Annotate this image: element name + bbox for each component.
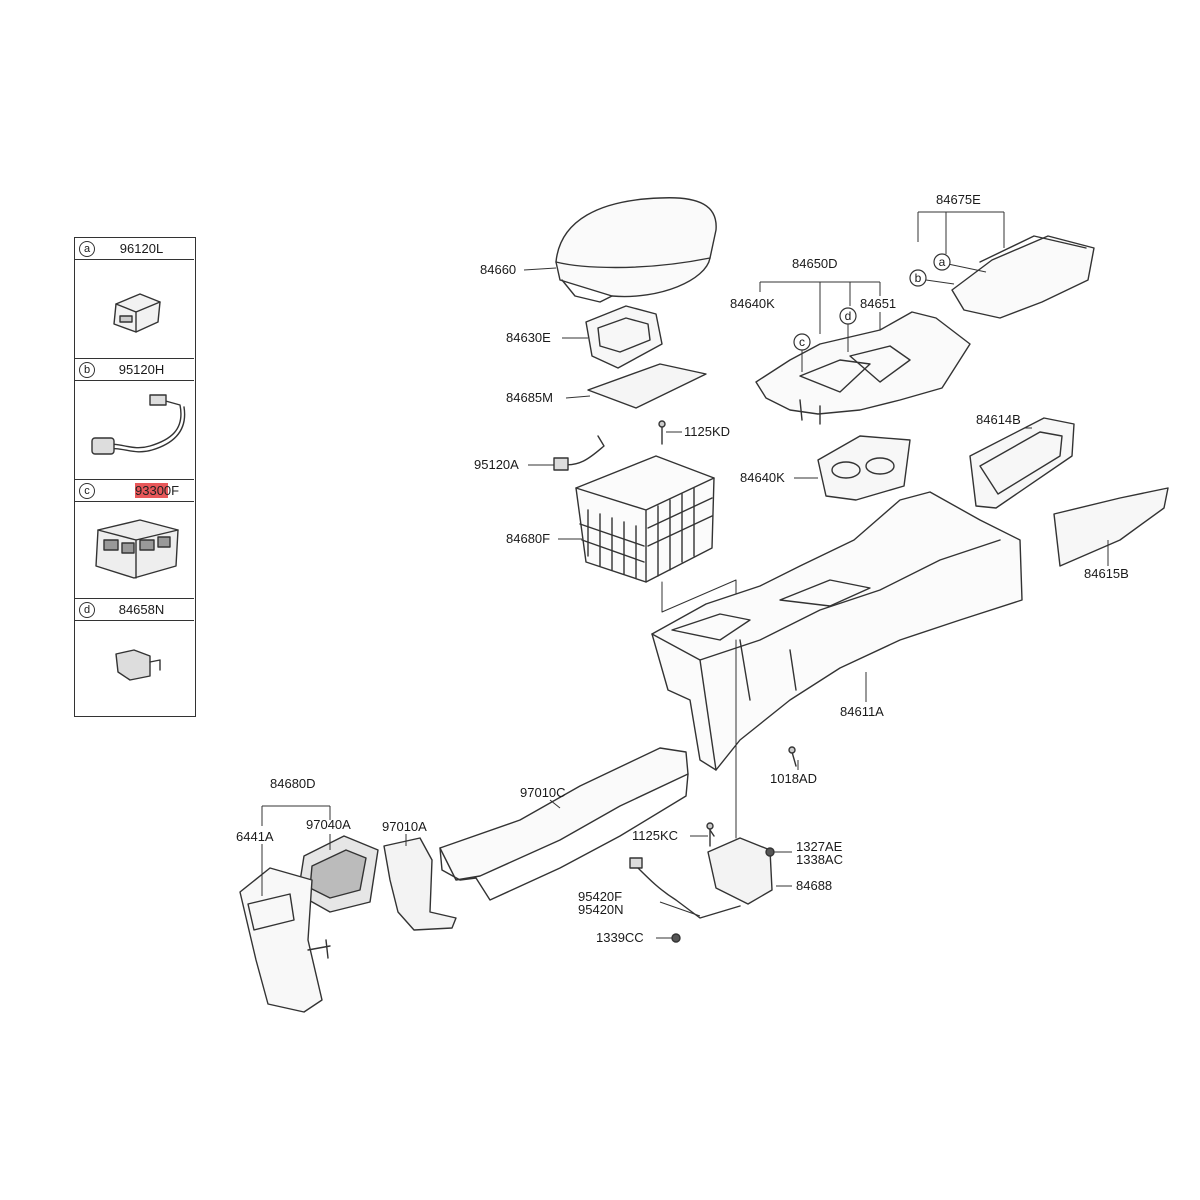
legend-header-c: c 93300F xyxy=(75,480,194,502)
legend-code-d: 84658N xyxy=(118,602,165,617)
part-label-97010a: 97010A xyxy=(382,819,427,834)
upper-console-panel xyxy=(755,311,971,425)
nut-1327ae xyxy=(765,847,775,857)
legend-letter-c: c xyxy=(79,483,95,499)
side-panel-right xyxy=(1053,487,1169,567)
legend-divider xyxy=(75,358,194,359)
side-panel-left xyxy=(969,417,1075,509)
part-label-84651: 84651 xyxy=(860,296,897,311)
legend-header-b: b 95120H xyxy=(75,359,194,381)
air-duct-main xyxy=(439,747,689,901)
usb-jack-illustration xyxy=(113,293,161,333)
legend-divider xyxy=(75,479,194,480)
part-label-84640k-lower: 84640K xyxy=(740,470,785,485)
callout-a: a xyxy=(939,255,946,269)
part-label-1338ac: 1338AC xyxy=(796,852,843,867)
storage-box xyxy=(575,455,715,583)
part-label-84614b: 84614B xyxy=(976,412,1021,427)
cup-holder xyxy=(817,435,911,501)
air-duct-rear xyxy=(383,837,457,931)
legend-header-a: a 96120L xyxy=(75,238,194,260)
legend-code-b: 95120H xyxy=(118,362,165,377)
part-label-84675e: 84675E xyxy=(936,192,981,207)
storage-tray xyxy=(585,305,663,369)
part-label-6441a: 6441A xyxy=(236,829,274,844)
cable-harness-illustration xyxy=(91,394,186,455)
part-label-84630e: 84630E xyxy=(506,330,551,345)
legend-header-d: d 84658N xyxy=(75,599,194,621)
switch-assembly-illustration xyxy=(95,519,179,579)
armrest-cover xyxy=(555,197,717,303)
part-label-84688: 84688 xyxy=(796,878,833,893)
rear-air-vent xyxy=(297,835,379,913)
screw-1339cc xyxy=(671,933,681,943)
cable-95120a xyxy=(553,435,605,471)
legend-divider xyxy=(75,598,194,599)
callout-d: d xyxy=(845,309,852,323)
part-label-95420f: 95420F xyxy=(578,889,623,904)
part-label-1125kd: 1125KD xyxy=(684,424,731,439)
part-label-84615b: 84615B xyxy=(1084,566,1129,581)
legend-box: a 96120L b 95120H c 93300F d 84658N xyxy=(74,237,196,717)
part-label-84680d: 84680D xyxy=(270,776,316,791)
main-console-body xyxy=(651,491,1023,771)
part-label-84650d: 84650D xyxy=(792,256,838,271)
wire-harness-95420 xyxy=(629,857,741,919)
part-label-1018ad: 1018AD xyxy=(770,771,817,786)
part-label-1339cc: 1339CC xyxy=(596,930,644,945)
legend-letter-a: a xyxy=(79,241,95,257)
legend-letter-b: b xyxy=(79,362,95,378)
connector-illustration xyxy=(115,649,161,681)
leader-lines xyxy=(261,211,1109,939)
part-label-97010c: 97010C xyxy=(520,785,566,800)
legend-letter-d: d xyxy=(79,602,95,618)
part-label-97040a: 97040A xyxy=(306,817,351,832)
callout-letters: b a c d xyxy=(799,255,946,349)
lid-assembly xyxy=(951,235,1095,319)
rear-console-cover xyxy=(239,867,331,1013)
part-label-84640k-upper: 84640K xyxy=(730,296,775,311)
callout-c: c xyxy=(799,335,805,349)
part-label-95420n: 95420N xyxy=(578,902,624,917)
part-label-1327ae: 1327AE xyxy=(796,839,843,854)
tray-mat xyxy=(587,363,707,409)
part-label-84680f: 84680F xyxy=(506,531,551,546)
part-label-84611a: 84611A xyxy=(840,704,884,719)
part-label-84685m: 84685M xyxy=(506,390,553,405)
legend-code-a: 96120L xyxy=(119,241,164,256)
screw-1018ad xyxy=(788,746,797,767)
part-label-1125kc: 1125KC xyxy=(632,828,679,843)
screw-1125kc xyxy=(706,822,714,847)
screw-1125kd xyxy=(658,420,666,445)
callout-circles xyxy=(793,253,951,351)
part-label-95120a: 95120A xyxy=(474,457,519,472)
callout-b: b xyxy=(915,271,922,285)
part-label-84660: 84660 xyxy=(480,262,517,277)
